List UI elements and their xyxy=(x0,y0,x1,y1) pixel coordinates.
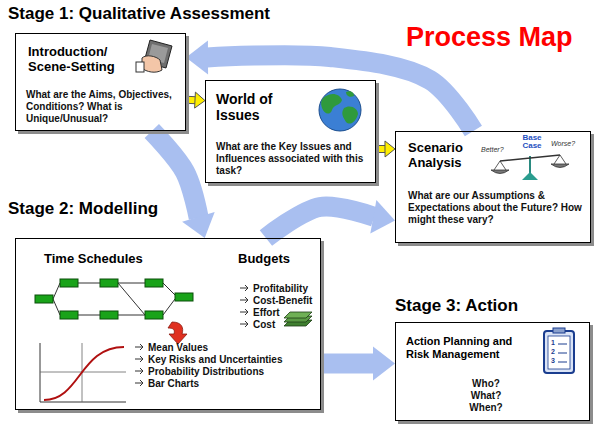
arrow-head xyxy=(186,40,208,74)
node-text: What are our Assumptions & Expectations … xyxy=(408,190,583,226)
bullet-arrow xyxy=(240,321,248,327)
list-line xyxy=(558,353,567,354)
axis xyxy=(40,343,41,402)
process-box: Scenario AnalysisWhat are our Assumption… xyxy=(395,131,591,243)
arrow-head xyxy=(373,347,395,381)
s-curve xyxy=(44,347,124,400)
globe xyxy=(319,89,361,131)
diagram-title: Process Map xyxy=(406,22,573,53)
task-bar xyxy=(100,311,118,319)
bill xyxy=(284,312,312,318)
bullet-arrow xyxy=(135,356,143,362)
arrow-shaft xyxy=(266,207,374,238)
bullet-item: Key Risks and Uncertainties xyxy=(148,354,283,366)
arrow-shaft xyxy=(207,55,473,131)
process-box: Action Planning and Risk ManagementWho? … xyxy=(395,322,590,421)
arrow-shaft xyxy=(152,131,199,218)
process-box: Introduction/ Scene-SettingWhat are the … xyxy=(15,33,186,131)
land xyxy=(346,91,354,97)
arrow-head xyxy=(385,141,395,157)
arrow-shaft xyxy=(321,354,374,374)
bullet-arrow xyxy=(240,297,248,303)
clipboard-paper xyxy=(548,336,570,369)
bullet-item: Mean Values xyxy=(148,342,208,354)
scale-label: Worse? xyxy=(551,140,575,147)
node-heading: World of Issues xyxy=(216,91,296,123)
scale-string xyxy=(560,155,566,164)
node-heading: Action Planning and Risk Management xyxy=(406,335,516,361)
bullet-item: Bar Charts xyxy=(148,378,199,390)
list-line xyxy=(558,362,567,363)
task-bar xyxy=(60,279,78,287)
bullet-arrow xyxy=(135,380,143,386)
scale-base xyxy=(522,172,538,180)
process-box: Time Schedules BudgetsProfitabilityCost-B… xyxy=(15,238,321,410)
task-bar xyxy=(100,279,118,287)
list-line xyxy=(558,344,567,345)
hand-card-icon xyxy=(136,40,172,72)
arrow-head xyxy=(370,200,395,233)
axis xyxy=(40,402,126,403)
bullet-item: Profitability xyxy=(253,283,308,295)
scale-pan xyxy=(551,164,569,168)
node-heading: Scenario Analysis xyxy=(408,140,483,170)
clipboard-icon xyxy=(544,328,574,373)
clipboard xyxy=(544,331,574,373)
globe-icon xyxy=(319,89,361,131)
stage-heading: Stage 2: Modelling xyxy=(8,199,158,219)
land xyxy=(342,106,358,123)
task-bar xyxy=(145,279,163,287)
stage-heading: Stage 3: Action xyxy=(395,296,518,316)
process-box: World of IssuesWhat are the Key Issues a… xyxy=(205,80,376,183)
scale-icon xyxy=(491,155,569,180)
hand xyxy=(142,56,162,72)
scale-string xyxy=(494,161,500,170)
flow-arrow xyxy=(186,92,205,108)
bullet-item: Cost-Benefit xyxy=(253,295,312,307)
bullet-item: Cost xyxy=(253,319,275,331)
node-text: What are the Key Issues and Influences a… xyxy=(216,141,368,177)
task-bar xyxy=(145,311,163,319)
scale-string xyxy=(554,155,560,164)
down-arrow xyxy=(168,322,187,344)
scale-beam xyxy=(500,155,560,161)
node-text: Who? What? When? xyxy=(461,378,511,414)
cuff xyxy=(136,62,144,72)
flow-arrow xyxy=(376,141,395,157)
task-bar xyxy=(175,293,193,301)
scale-pan xyxy=(491,170,509,174)
clipboard-clip xyxy=(553,328,565,333)
network-diagram xyxy=(35,279,193,319)
section-heading: Time Schedules xyxy=(44,251,143,266)
task-bar xyxy=(35,295,53,303)
land xyxy=(321,94,342,114)
list-number: 3 xyxy=(551,357,555,364)
scale-string xyxy=(500,161,506,170)
flow-arrow xyxy=(321,347,395,381)
s-curve-chart xyxy=(40,343,126,402)
arrow-head xyxy=(195,92,205,108)
list-number: 2 xyxy=(551,348,555,355)
bullet-arrow xyxy=(240,309,248,315)
bullet-item: Effort xyxy=(253,307,280,319)
stage-heading: Stage 1: Qualitative Assessment xyxy=(8,4,270,24)
bullet-arrow xyxy=(135,368,143,374)
scale-label: Better? xyxy=(481,146,504,153)
scale-label: Base Case xyxy=(519,134,545,150)
task-bar xyxy=(60,311,78,319)
flow-arrow xyxy=(186,40,473,131)
flow-arrow xyxy=(266,200,395,238)
arrow-head xyxy=(182,212,215,238)
network-lines xyxy=(53,283,175,315)
bullet-item: Probability Distributions xyxy=(148,366,264,378)
list-number: 1 xyxy=(551,339,555,346)
bullet-arrow xyxy=(135,344,143,350)
node-heading: Introduction/ Scene-Setting xyxy=(28,44,143,74)
section-heading: Budgets xyxy=(238,251,290,266)
node-text: What are the Aims, Objectives, Condition… xyxy=(26,89,178,125)
bullet-arrow xyxy=(240,285,248,291)
money-icon xyxy=(284,312,312,326)
